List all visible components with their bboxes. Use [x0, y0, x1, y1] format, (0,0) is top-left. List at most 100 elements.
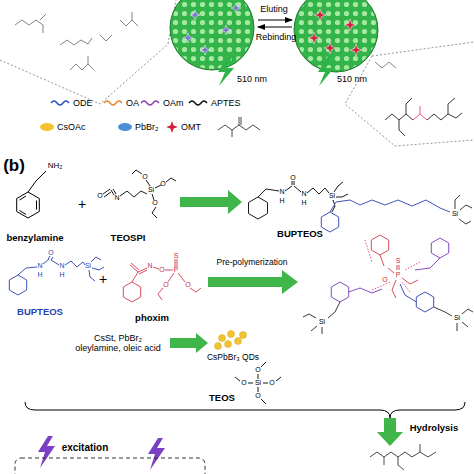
mip-particle-bound: [324, 42, 336, 54]
mip-particle: [183, 33, 193, 43]
legend-sample: [140, 97, 160, 109]
ligand-structure: [120, 20, 138, 26]
teospi-structure: [146, 180, 161, 200]
quantum-dots: [235, 338, 242, 345]
zoom-outline: [345, 56, 474, 146]
legend-text: CsOAc: [57, 122, 86, 132]
legend-text: OMT: [181, 122, 201, 132]
omt-structure: [218, 117, 260, 137]
atom-label: O: [255, 392, 260, 400]
mip-particle-bound: [350, 44, 362, 56]
quantum-dots: [215, 331, 247, 350]
legend-sample: [166, 121, 178, 133]
legend-text: APTES: [211, 98, 241, 108]
teos-structure: [235, 362, 281, 404]
atom-label: O: [159, 266, 164, 274]
atom-label: Si: [255, 379, 261, 387]
mip-particle-bound: [295, 0, 377, 71]
benzylamine-structure: [28, 171, 46, 192]
lightning-symbol: [218, 56, 334, 86]
atom-label: O: [152, 199, 157, 207]
prepolymer-structure: [371, 235, 388, 255]
omt-structure: [239, 117, 240, 125]
atom-label: N: [114, 194, 119, 202]
legend-text: PbBr₂: [135, 122, 159, 132]
process-arrow: [258, 20, 292, 27]
quantum-dots: [240, 332, 247, 339]
atom-label: H: [59, 271, 64, 279]
atom-label: O: [97, 192, 102, 200]
phoxim-structure: [168, 273, 185, 282]
atom-label: P: [396, 271, 401, 279]
legend-entry: ODE: [50, 97, 93, 109]
text-label: excitation: [62, 442, 109, 453]
prepolymer-structure: [331, 282, 348, 302]
mip-particle: [221, 25, 231, 35]
atom-label: Si: [454, 314, 460, 322]
prepolymer-structure: [330, 200, 450, 212]
prepolymer-structure: [328, 302, 340, 318]
polymer-structure: [370, 444, 436, 470]
ligand-structure: [100, 35, 112, 41]
prepolymer-structure: [380, 255, 418, 298]
atom-label: P: [174, 266, 179, 274]
legend-sample: [103, 97, 123, 109]
legend-text: OAm: [163, 98, 184, 108]
prepolymer-structure: [365, 240, 420, 292]
teospi-structure: [120, 191, 147, 197]
imprinted-structure: [448, 113, 462, 118]
text-label: 510 nm: [337, 75, 367, 85]
lightning-symbol: [218, 56, 234, 86]
prepolymer-structure: [415, 258, 440, 270]
text-label: Rebinding: [256, 33, 297, 43]
legend-sample: [51, 101, 69, 105]
atom-label: N: [59, 262, 64, 270]
bupteos-structure: [307, 188, 329, 194]
text-label: benzylamine: [6, 233, 63, 243]
bupteos-structure: [258, 189, 279, 197]
ligand-structure: [60, 38, 92, 45]
atom-label: S: [396, 257, 401, 265]
text-label: TEOSPI: [111, 233, 146, 243]
reaction-arrow: [170, 333, 208, 353]
ligand-structure: [70, 64, 94, 70]
omt-structure: [218, 125, 260, 130]
legend-sample: [166, 121, 178, 133]
text-label: phoxim: [135, 313, 169, 323]
prepolymer-structure: [321, 212, 338, 232]
atom-label: Si: [452, 210, 458, 218]
prepolymer-structure: [431, 238, 448, 258]
phoxim-structure: [123, 282, 140, 302]
legend-text: OA: [126, 98, 139, 108]
prepolymer-structure: [416, 292, 433, 312]
teos-structure: [248, 374, 268, 392]
quantum-dots: [215, 343, 222, 350]
atom-label: N: [301, 190, 306, 198]
zoom-outline: [0, 0, 176, 104]
atom-label: N: [147, 262, 152, 270]
text-label: CsPbBr₃ QDs: [207, 353, 259, 362]
prepolymer-structure: [349, 288, 382, 293]
legend-entry: PbBr₂: [118, 122, 159, 132]
atom-label: N: [279, 188, 284, 196]
phoxim-structure: [123, 259, 201, 302]
mip-particle: [231, 3, 241, 13]
ligand-structure: [15, 20, 43, 25]
reaction-arrow: [377, 418, 403, 446]
atom-label: Si: [148, 186, 154, 194]
teospi-structure: [111, 189, 116, 195]
atom-label: O: [185, 281, 190, 289]
mip-particle-bound: [308, 9, 362, 56]
process-arrow: [258, 26, 292, 27]
atom-label: Si: [85, 262, 91, 270]
legend-entry: OA: [103, 97, 139, 109]
teospi-structure: [132, 170, 176, 218]
atom-label: H: [301, 199, 306, 207]
ligand-structure: [40, 14, 46, 20]
mip-particle-bound: [308, 32, 320, 44]
atom-label: O: [269, 379, 274, 387]
atom-label: Si: [319, 318, 325, 326]
imprinted-structure: [406, 98, 412, 114]
bupteos-structure: [18, 267, 37, 275]
reaction-arrow: [208, 270, 298, 294]
